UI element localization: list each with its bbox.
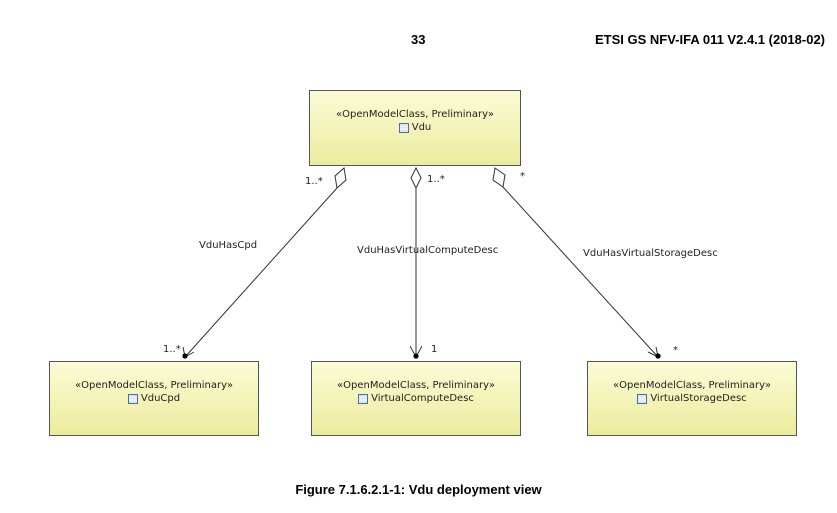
class-icon <box>358 393 369 404</box>
edge-vduhasvirtualstoragedesc <box>502 186 659 358</box>
multiplicity-source-vduhascpd: 1..* <box>305 176 323 187</box>
class-stereotype: «OpenModelClass, Preliminary» <box>613 380 771 391</box>
page-number: 33 <box>411 32 426 47</box>
association-label-vduhasvirtualcomputedesc: VduHasVirtualComputeDesc <box>357 245 499 256</box>
document-id: ETSI GS NFV-IFA 011 V2.4.1 (2018-02) <box>594 32 825 47</box>
class-icon <box>127 393 138 404</box>
class-stereotype: «OpenModelClass, Preliminary» <box>75 380 233 391</box>
class-name: VirtualStorageDesc <box>650 393 747 404</box>
class-icon <box>637 393 648 404</box>
multiplicity-target-vduhasvirtualstoragedesc: * <box>673 345 678 356</box>
multiplicity-target-vduhasvirtualcomputedesc: 1 <box>431 344 438 355</box>
multiplicity-source-vduhasvirtualstoragedesc: * <box>520 171 525 182</box>
ownership-dot-icon <box>655 353 661 359</box>
aggregation-diamond-icon <box>334 167 347 189</box>
class-name: Vdu <box>411 122 432 133</box>
association-label-vduhasvirtualstoragedesc: VduHasVirtualStorageDesc <box>583 248 718 259</box>
figure-caption: Figure 7.1.6.2.1-1: Vdu deployment view <box>295 482 542 497</box>
aggregation-diamond-icon <box>410 166 422 190</box>
class-stereotype: «OpenModelClass, Preliminary» <box>336 109 494 120</box>
multiplicity-target-vduhascpd: 1..* <box>163 344 181 355</box>
class-name: VirtualComputeDesc <box>371 393 474 404</box>
class-box-vdu[interactable]: «OpenModelClass, Preliminary» Vdu <box>309 90 521 166</box>
class-box-vducpd[interactable]: «OpenModelClass, Preliminary» VduCpd <box>49 361 259 436</box>
class-name: VduCpd <box>140 393 181 404</box>
multiplicity-source-vduhasvirtualcomputedesc: 1..* <box>427 174 445 185</box>
ownership-dot-icon <box>182 353 188 359</box>
edge-vduhascpd <box>184 187 338 358</box>
class-box-virtualcomputedesc[interactable]: «OpenModelClass, Preliminary» VirtualCom… <box>311 361 521 436</box>
ownership-dot-icon <box>413 353 419 359</box>
class-stereotype: «OpenModelClass, Preliminary» <box>337 380 495 391</box>
association-label-vduhascpd: VduHasCpd <box>199 240 258 251</box>
class-icon <box>398 122 409 133</box>
aggregation-diamond-icon <box>492 167 506 188</box>
class-box-virtualstoragedesc[interactable]: «OpenModelClass, Preliminary» VirtualSto… <box>587 361 797 436</box>
